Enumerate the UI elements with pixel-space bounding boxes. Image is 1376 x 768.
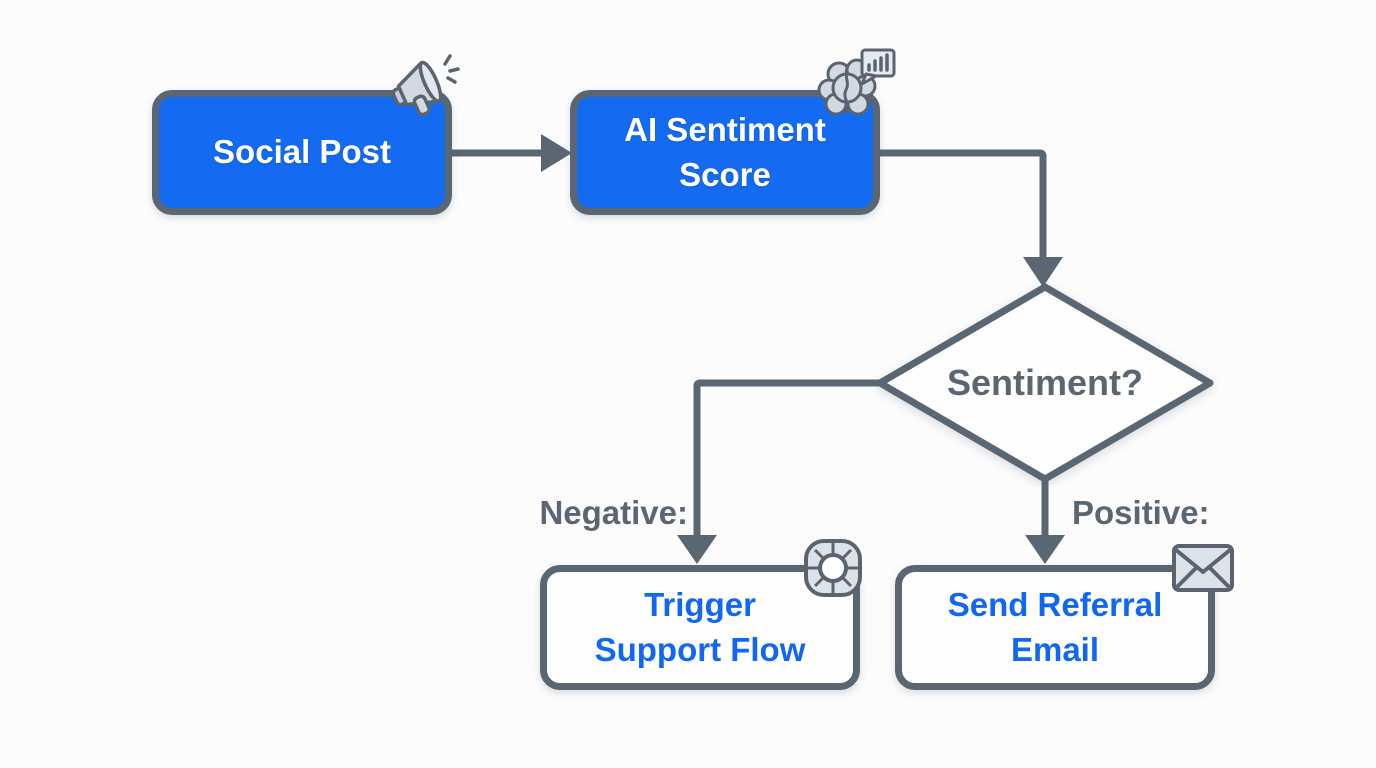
edge-ai-to-decision-arrowhead xyxy=(1023,257,1063,287)
edge-label-negative: Negative: xyxy=(539,494,688,531)
node-trigger-support-flow-label: Trigger Support Flow xyxy=(594,585,806,668)
megaphone-icon xyxy=(391,54,460,117)
node-send-referral-email-label: Send Referral Email xyxy=(947,585,1163,668)
brain-analytics-icon xyxy=(817,48,896,116)
node-social-post-label: Social Post xyxy=(213,133,391,171)
edge-decision-to-support xyxy=(693,379,881,537)
edge-social-to-ai-arrowhead xyxy=(541,134,572,172)
node-send-referral-email[interactable]: Send Referral Email xyxy=(895,565,1215,690)
node-ai-sentiment-score-label: AI Sentiment Score xyxy=(624,110,826,193)
lifebuoy-icon xyxy=(804,539,862,597)
edge-decision-to-support-arrowhead xyxy=(677,535,717,564)
node-sentiment-decision[interactable]: Sentiment? xyxy=(872,279,1218,487)
edge-label-positive: Positive: xyxy=(1072,494,1210,531)
node-social-post[interactable]: Social Post xyxy=(152,90,452,215)
envelope-icon xyxy=(1172,544,1234,592)
edge-ai-to-decision xyxy=(880,149,1047,259)
edge-decision-to-referral-arrowhead xyxy=(1025,535,1065,564)
decision-diamond-shape xyxy=(876,283,1214,483)
node-sentiment-decision-label: Sentiment? xyxy=(946,362,1143,403)
